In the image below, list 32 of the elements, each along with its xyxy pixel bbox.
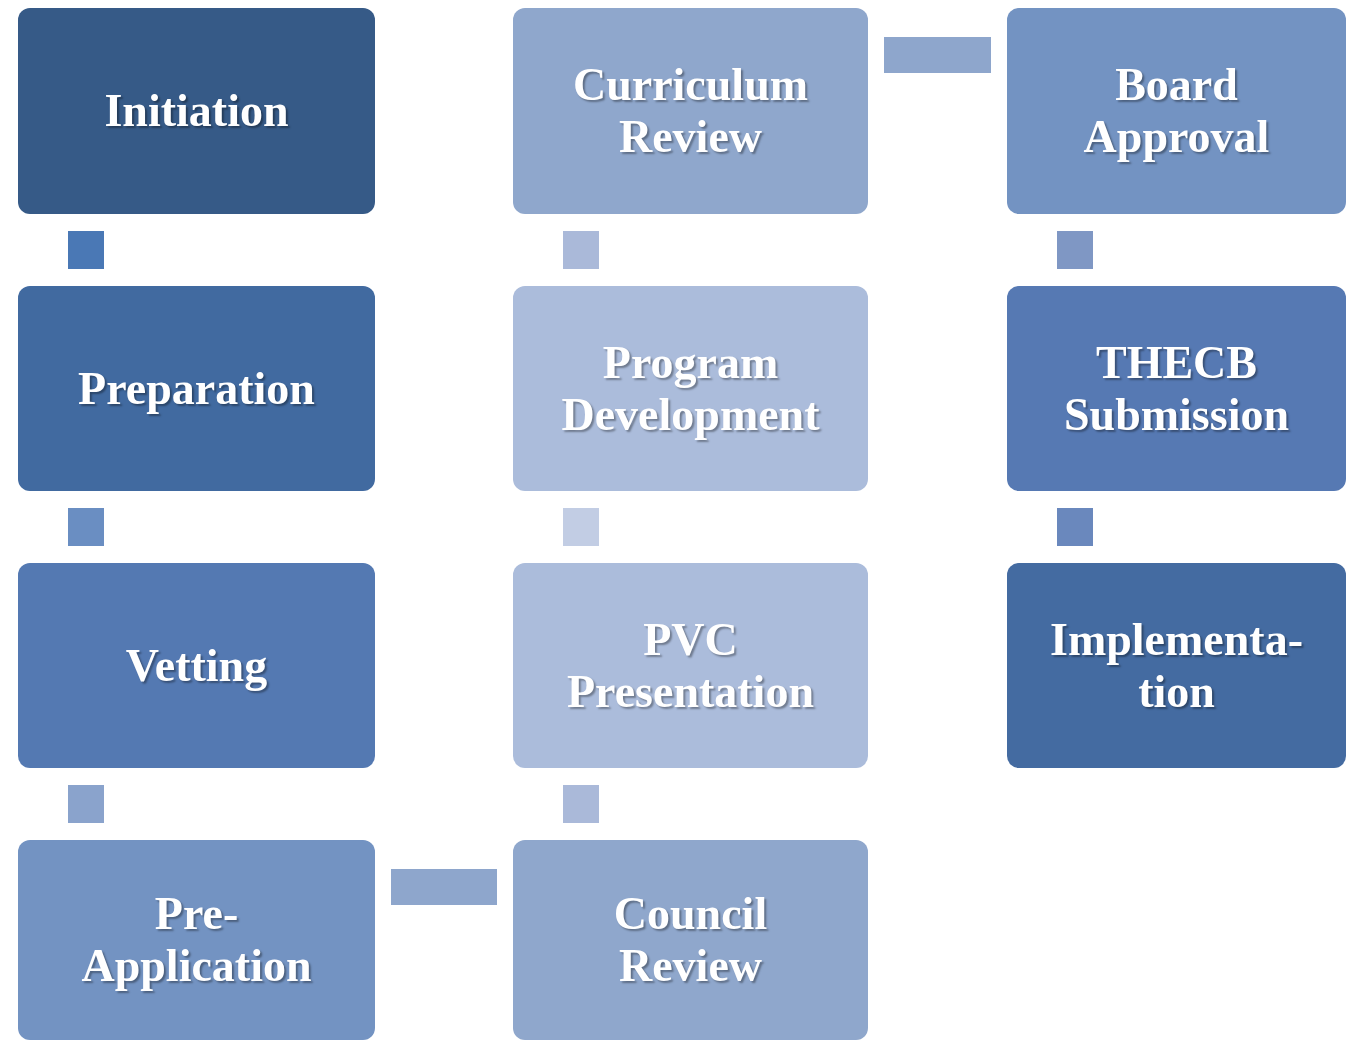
step-label: Program Development — [560, 336, 821, 441]
step-label: Preparation — [78, 362, 315, 415]
connector-bar — [563, 785, 599, 823]
step-label: Board Approval — [1082, 59, 1271, 163]
process-box — [1007, 286, 1346, 491]
process-box — [1007, 8, 1346, 214]
connector-bar — [884, 37, 991, 73]
process-box — [513, 840, 868, 1040]
step-label: Curriculum Review — [571, 59, 810, 163]
process-box — [513, 563, 868, 768]
connector-bar — [68, 508, 104, 546]
process-box — [18, 286, 375, 491]
connector-bar — [563, 231, 599, 269]
process-box — [18, 8, 375, 214]
connector-bar — [391, 869, 497, 905]
step-label: Implementa- tion — [1049, 613, 1304, 718]
step-label: Vetting — [125, 639, 268, 692]
connector-bar — [68, 785, 104, 823]
step-label: PVC Presentation — [566, 613, 815, 718]
process-box — [1007, 563, 1346, 768]
connector-bar — [68, 231, 104, 269]
process-box — [18, 563, 375, 768]
connector-bar — [563, 508, 599, 546]
step-label: Initiation — [104, 85, 289, 137]
step-label: Pre- Application — [80, 888, 313, 992]
process-box — [513, 8, 868, 214]
step-label: THECB Submission — [1063, 336, 1290, 441]
process-box — [18, 840, 375, 1040]
connector-bar — [1057, 231, 1093, 269]
step-label: Council Review — [612, 888, 769, 992]
connector-bar — [1057, 508, 1093, 546]
process-box — [513, 286, 868, 491]
